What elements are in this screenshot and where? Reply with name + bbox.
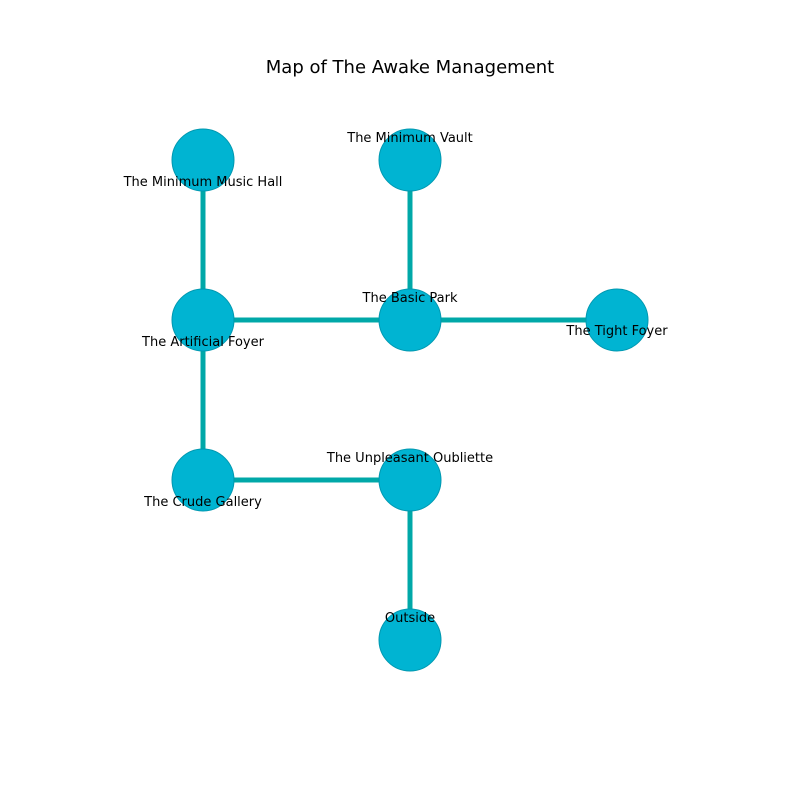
room-label-crude-gallery: The Crude Gallery xyxy=(143,495,262,510)
room-node-basic-park xyxy=(378,288,442,352)
rooms-layer xyxy=(171,128,649,672)
room-node-crude-gallery xyxy=(171,448,235,512)
room-node-minimum-music-hall xyxy=(171,128,235,192)
room-label-unpleasant-oubliette: The Unpleasant Oubliette xyxy=(326,451,493,466)
labels-layer: The Minimum Music Hall The Minimum VaultT… xyxy=(123,131,669,626)
room-label-minimum-music-hall: The Minimum Music Hall xyxy=(123,175,283,190)
room-label-tight-foyer: The Tight Foyer xyxy=(565,324,668,339)
room-label-artificial-foyer: The Artificial Foyer xyxy=(141,335,265,350)
room-node-artificial-foyer xyxy=(171,288,235,352)
room-label-outside: Outside xyxy=(385,611,435,626)
room-node-unpleasant-oubliette xyxy=(378,448,442,512)
room-node-tight-foyer xyxy=(585,288,649,352)
map-title: Map of The Awake Management xyxy=(266,57,554,78)
connections-layer xyxy=(200,160,617,640)
room-label-minimum-vault: The Minimum Vault xyxy=(346,131,473,146)
room-node-minimum-vault xyxy=(378,128,442,192)
room-label-basic-park: The Basic Park xyxy=(362,291,458,306)
room-node-outside xyxy=(378,608,442,672)
